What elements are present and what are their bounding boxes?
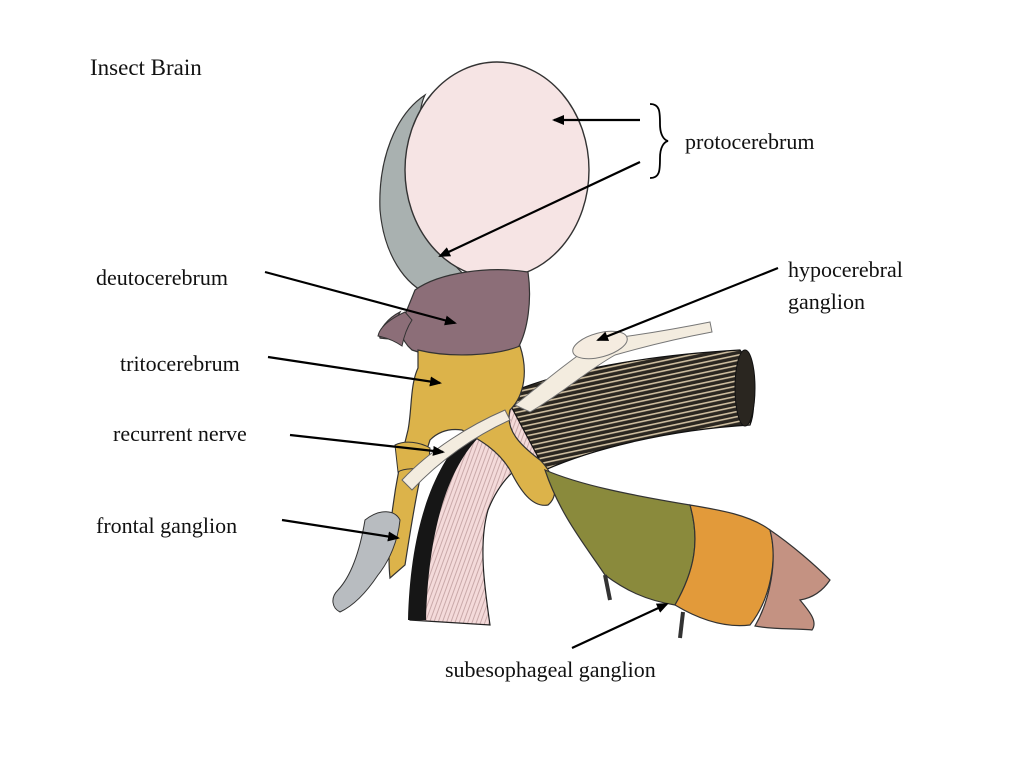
protocerebrum-brace: [649, 103, 669, 179]
label-hypocerebral-line1: hypocerebral: [788, 257, 903, 282]
antennal-nerve-stub: [377, 311, 413, 347]
label-tritocerebrum: tritocerebrum: [120, 351, 240, 376]
label-recurrent-nerve: recurrent nerve: [113, 421, 247, 446]
label-hypocerebral-line2: ganglion: [788, 289, 865, 314]
arrow-subesophageal: [571, 603, 669, 649]
tritocerebrum-lobe: [388, 345, 556, 580]
maxillary-nerve: [678, 611, 685, 639]
protocerebrum-lobe: [404, 61, 590, 279]
label-protocerebrum: protocerebrum: [685, 129, 815, 154]
label-subesophageal-ganglion: subesophageal ganglion: [445, 657, 656, 682]
aorta-end: [734, 349, 756, 427]
subesophageal-olive: [544, 468, 696, 606]
mandibular-nerve: [603, 574, 612, 601]
label-frontal-ganglion: frontal ganglion: [96, 513, 238, 538]
arrow-recurrent-nerve: [289, 433, 445, 456]
subesophageal-orange: [674, 504, 774, 627]
arrow-hypocerebral: [596, 266, 779, 342]
arrow-tritocerebrum: [267, 355, 442, 387]
aorta: [504, 349, 755, 471]
esophagus-dark-edge: [408, 430, 478, 620]
arrow-frontal-ganglion: [281, 518, 400, 542]
arrow-protocerebrum-2: [438, 161, 641, 257]
label-deutocerebrum: deutocerebrum: [96, 265, 228, 290]
subesophageal-tan: [754, 528, 831, 631]
diagram-title: Insect Brain: [90, 55, 202, 80]
arrow-deutocerebrum: [264, 270, 457, 326]
